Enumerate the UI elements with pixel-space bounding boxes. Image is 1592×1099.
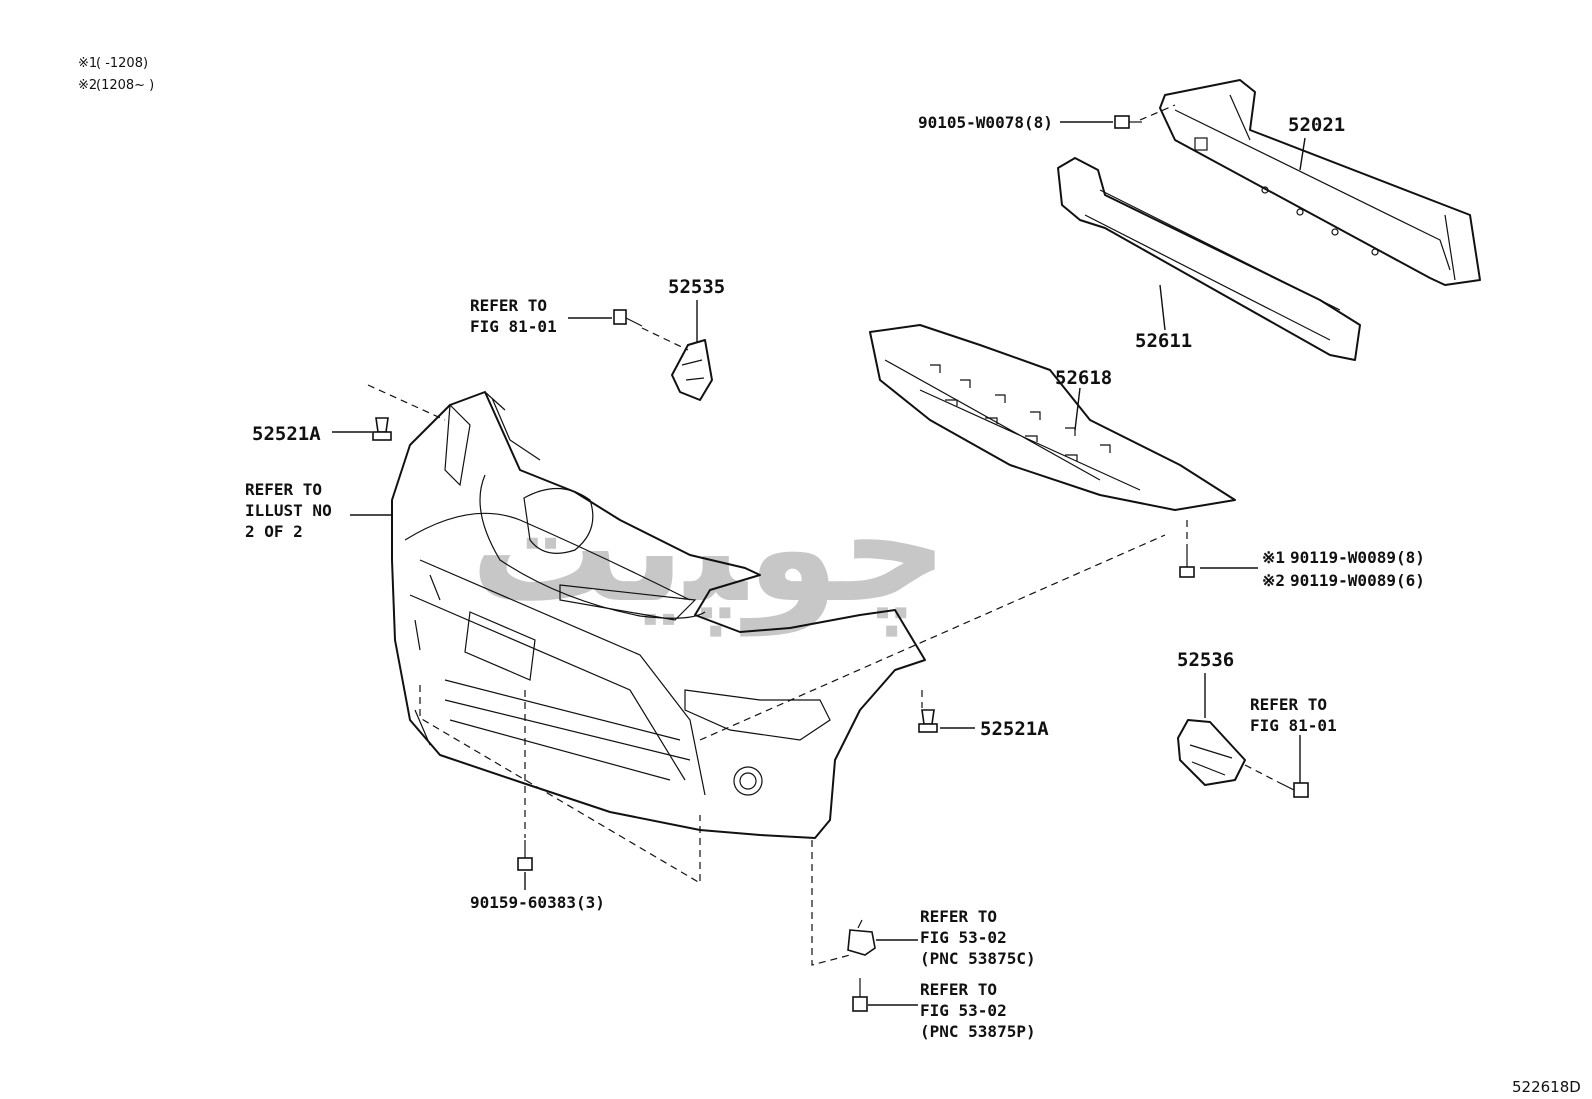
bolt-90105[interactable] — [1114, 115, 1142, 129]
clip-52521a-left[interactable] — [372, 417, 392, 441]
callout-52535[interactable]: 52535 — [668, 276, 725, 298]
front-bumper-reinforcement-52021[interactable] — [1159, 79, 1481, 286]
ref-8101-top-line1: REFER TO — [470, 296, 547, 315]
leader-52611 — [1159, 284, 1166, 331]
note-2-mark: ※2 — [78, 78, 97, 93]
dash-cover-link — [699, 534, 1166, 741]
leader-52021 — [1299, 137, 1306, 171]
dash-52521a-left — [367, 384, 446, 421]
diagram-id: 522618D — [1512, 1078, 1581, 1096]
bumper-bracket-52536[interactable] — [1177, 719, 1246, 786]
ref-5302-c-line1: REFER TO — [920, 907, 997, 926]
callout-52521a-left[interactable]: 52521A — [252, 423, 321, 445]
bracket-screw-top[interactable] — [613, 309, 643, 327]
screw-90159[interactable] — [517, 840, 533, 871]
ref-illust-line1: REFER TO — [245, 480, 322, 499]
ref-8101-right-line1: REFER TO — [1250, 695, 1327, 714]
ref-illust-line3: 2 OF 2 — [245, 522, 303, 541]
dash-lower-left — [419, 685, 701, 885]
callout-90159[interactable]: 90159-60383(3) — [470, 893, 605, 912]
ref-5302-p-line1: REFER TO — [920, 980, 997, 999]
callout-90119-mark-2: ※2 — [1262, 571, 1285, 590]
ref-5302-p-line2: FIG 53-02 — [920, 1001, 1007, 1020]
screw-90119[interactable] — [1179, 545, 1195, 578]
callout-52536[interactable]: 52536 — [1177, 649, 1234, 671]
bracket-screw-right[interactable] — [1277, 781, 1309, 798]
front-bumper-cover[interactable] — [391, 391, 926, 839]
dash-bracket-right — [1244, 764, 1279, 783]
callout-90119-1[interactable]: 90119-W0089(8) — [1290, 548, 1425, 567]
callout-90119-mark-1: ※1 — [1262, 548, 1285, 567]
ref-5302-c-line2: FIG 53-02 — [920, 928, 1007, 947]
applicability-notes: ※1 ( -1208) ※2 (1208~ ) — [78, 56, 154, 93]
clip-52521a-right[interactable] — [918, 709, 938, 733]
callout-90105[interactable]: 90105-W0078(8) — [918, 113, 1053, 132]
ref-8101-top-line2: FIG 81-01 — [470, 317, 557, 336]
ref-illust-line2: ILLUST NO — [245, 501, 332, 520]
note-1-text: ( -1208) — [96, 56, 148, 71]
dash-bracket-top — [641, 327, 689, 351]
screw-53875p[interactable] — [852, 978, 868, 1012]
ref-5302-p-line3: (PNC 53875P) — [920, 1022, 1036, 1041]
ref-5302-c-line3: (PNC 53875C) — [920, 949, 1036, 968]
nut-53875c[interactable] — [847, 919, 876, 956]
front-bumper-lower-cover-52618[interactable] — [869, 324, 1236, 511]
callout-52618[interactable]: 52618 — [1055, 367, 1112, 389]
leader-52618 — [1074, 387, 1081, 431]
note-2-text: (1208~ ) — [96, 78, 154, 93]
dash-lower-center — [811, 840, 851, 966]
callout-52521a-right[interactable]: 52521A — [980, 718, 1049, 740]
watermark-logo: ﭼﻮﭙﯾﺖ — [470, 462, 949, 637]
bumper-bracket-52535[interactable] — [671, 339, 713, 401]
note-1-mark: ※1 — [78, 56, 97, 71]
front-bumper-energy-absorber-52611[interactable] — [1057, 157, 1361, 361]
ref-8101-right-line2: FIG 81-01 — [1250, 716, 1337, 735]
callout-90119-2[interactable]: 90119-W0089(6) — [1290, 571, 1425, 590]
dash-90105 — [1139, 104, 1176, 121]
callout-52021[interactable]: 52021 — [1288, 114, 1345, 136]
callout-52611[interactable]: 52611 — [1135, 330, 1192, 352]
